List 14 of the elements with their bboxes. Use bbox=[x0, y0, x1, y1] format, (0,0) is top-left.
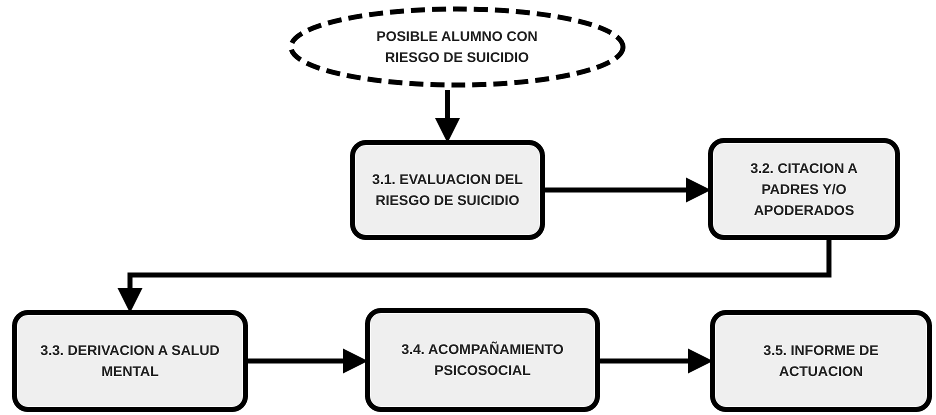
process-box bbox=[708, 138, 900, 240]
process-box bbox=[350, 140, 545, 240]
box-label: 3.1. EVALUACION DEL RIESGO DE SUICIDIO bbox=[371, 170, 524, 210]
arrow bbox=[118, 240, 832, 313]
box-label: 3.3. DERIVACION A SALUD MENTAL bbox=[39, 341, 221, 381]
box-label: 3.4. ACOMPAÑAMIENTO PSICOSOCIAL bbox=[400, 340, 565, 380]
box-label: 3.5. INFORME DE ACTUACION bbox=[762, 341, 880, 381]
dashed-ellipse bbox=[288, 6, 626, 88]
arrow bbox=[435, 90, 460, 143]
box-label: 3.2. CITACION A PADRES Y/O APODERADOS bbox=[749, 158, 859, 220]
process-box bbox=[710, 310, 932, 412]
box-label: POSIBLE ALUMNO CON RIESGO DE SUICIDIO bbox=[375, 27, 539, 67]
process-box bbox=[12, 310, 248, 412]
process-box bbox=[365, 308, 600, 412]
